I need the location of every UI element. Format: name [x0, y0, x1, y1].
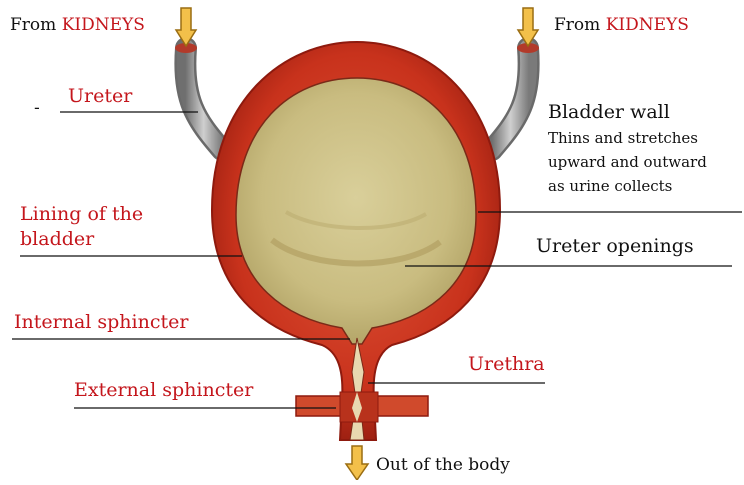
bladder-wall-line1: Thins and stretches	[548, 130, 698, 147]
lining-label-line2: bladder	[20, 229, 94, 251]
bladder-wall-line3: as urine collects	[548, 178, 672, 195]
from-left-prefix: From	[10, 15, 62, 35]
from-kidneys-right-label: From KIDNEYS	[554, 16, 689, 36]
external-sphincter-label: External sphincter	[74, 380, 253, 402]
from-left-kidneys: KIDNEYS	[62, 15, 145, 35]
bladder-wall-line2: upward and outward	[548, 154, 707, 171]
from-right-prefix: From	[554, 15, 606, 35]
out-of-body-label: Out of the body	[376, 456, 510, 476]
lining-label-line1: Lining of the	[20, 204, 143, 226]
right-ureter-tube	[492, 43, 539, 150]
ureter-openings-label: Ureter openings	[536, 236, 694, 258]
left-ureter-tube	[175, 43, 222, 150]
ureter-dash: -	[34, 98, 40, 117]
ureter-label: Ureter	[68, 86, 132, 108]
internal-sphincter-label: Internal sphincter	[14, 312, 188, 334]
urethra-label: Urethra	[468, 354, 545, 376]
out-of-body-arrow	[346, 446, 368, 480]
from-right-kidneys: KIDNEYS	[606, 15, 689, 35]
from-kidneys-left-label: From KIDNEYS	[10, 16, 145, 36]
bladder-wall-title: Bladder wall	[548, 102, 670, 124]
